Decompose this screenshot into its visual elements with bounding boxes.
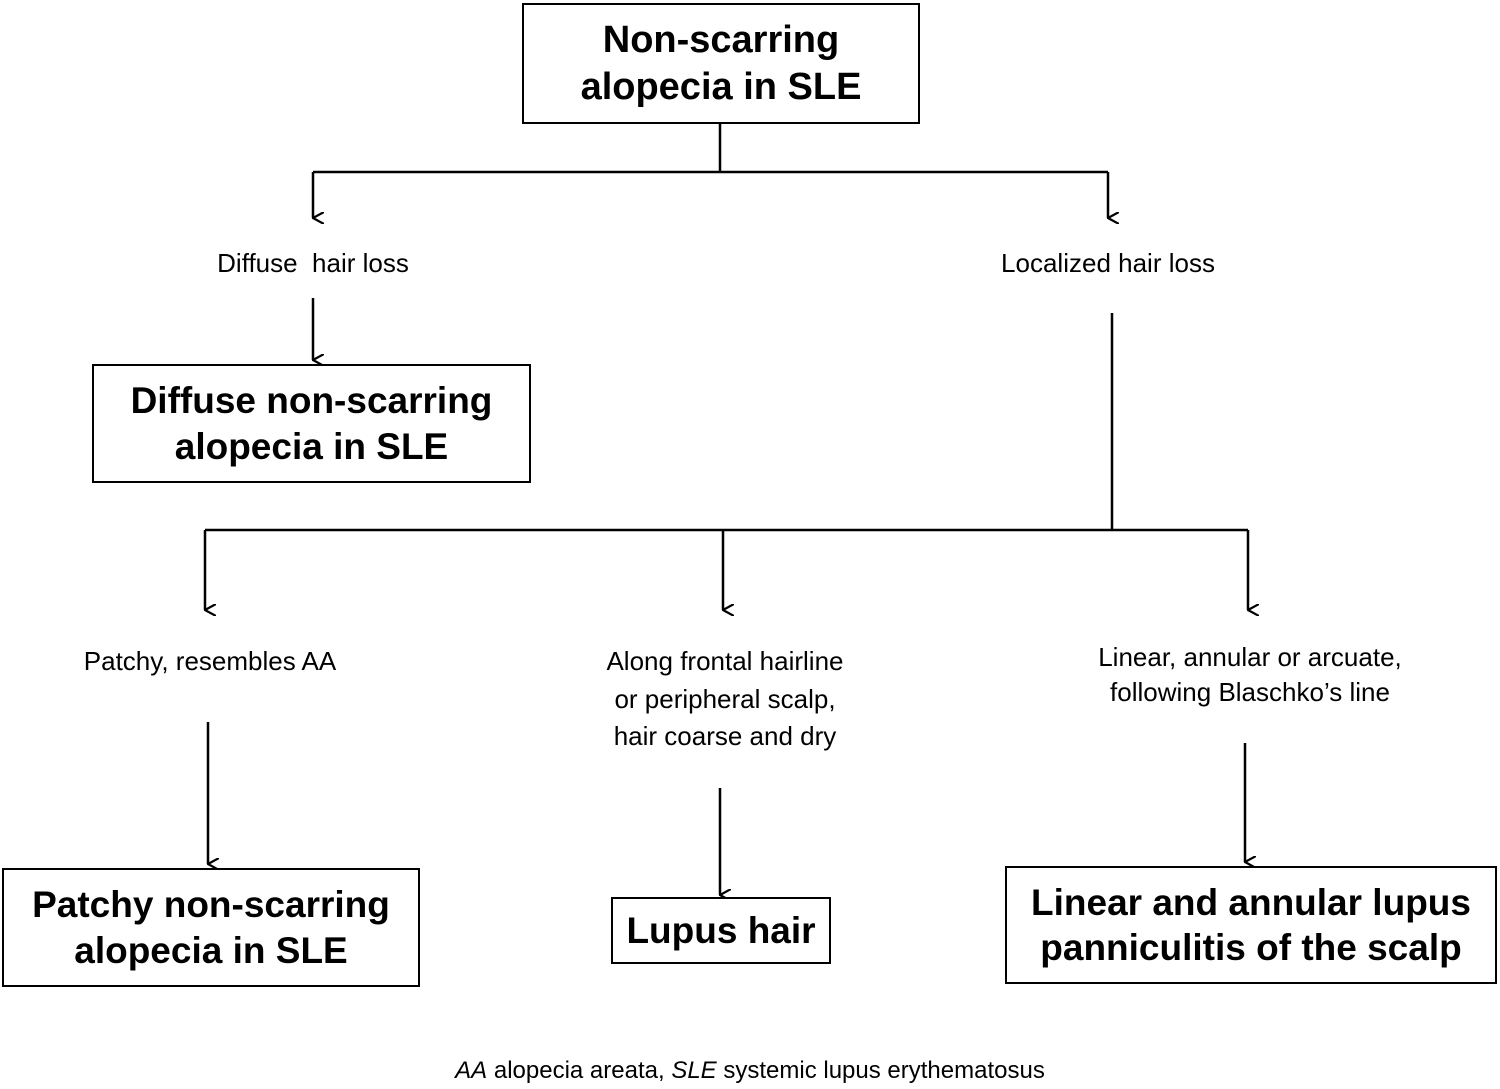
patchy-outcome-title: Patchy non-scarring alopecia in SLE: [32, 884, 390, 971]
abbreviation-footnote: AA alopecia areata, SLE systemic lupus e…: [0, 1057, 1500, 1085]
root-node: Non-scarring alopecia in SLE: [522, 3, 920, 124]
lupus-hair-node: Lupus hair: [611, 897, 831, 964]
lupus-panniculitis-node: Linear and annular lupus panniculitis of…: [1005, 866, 1497, 984]
patchy-outcome-node: Patchy non-scarring alopecia in SLE: [2, 868, 420, 987]
footnote-def-aa: alopecia areata,: [487, 1057, 672, 1084]
diffuse-outcome-node: Diffuse non-scarring alopecia in SLE: [92, 364, 531, 483]
lupus-panniculitis-title: Linear and annular lupus panniculitis of…: [1031, 881, 1471, 968]
root-title: Non-scarring alopecia in SLE: [580, 19, 862, 108]
diffuse-hair-loss-label: Diffuse hair loss: [217, 248, 409, 278]
footnote-def-sle: systemic lupus erythematosus: [716, 1057, 1045, 1084]
localized-hair-loss-label: Localized hair loss: [1001, 248, 1215, 278]
linear-annular-label: Linear, annular or arcuate, following Bl…: [1098, 642, 1402, 708]
frontal-hairline-label: Along frontal hairline or peripheral sca…: [606, 646, 844, 752]
footnote-abbr-aa: AA: [455, 1057, 488, 1084]
diffuse-outcome-title: Diffuse non-scarring alopecia in SLE: [130, 380, 493, 467]
patchy-label: Patchy, resembles AA: [83, 646, 337, 676]
lupus-hair-title: Lupus hair: [626, 909, 816, 951]
footnote-abbr-sle: SLE: [671, 1057, 717, 1084]
